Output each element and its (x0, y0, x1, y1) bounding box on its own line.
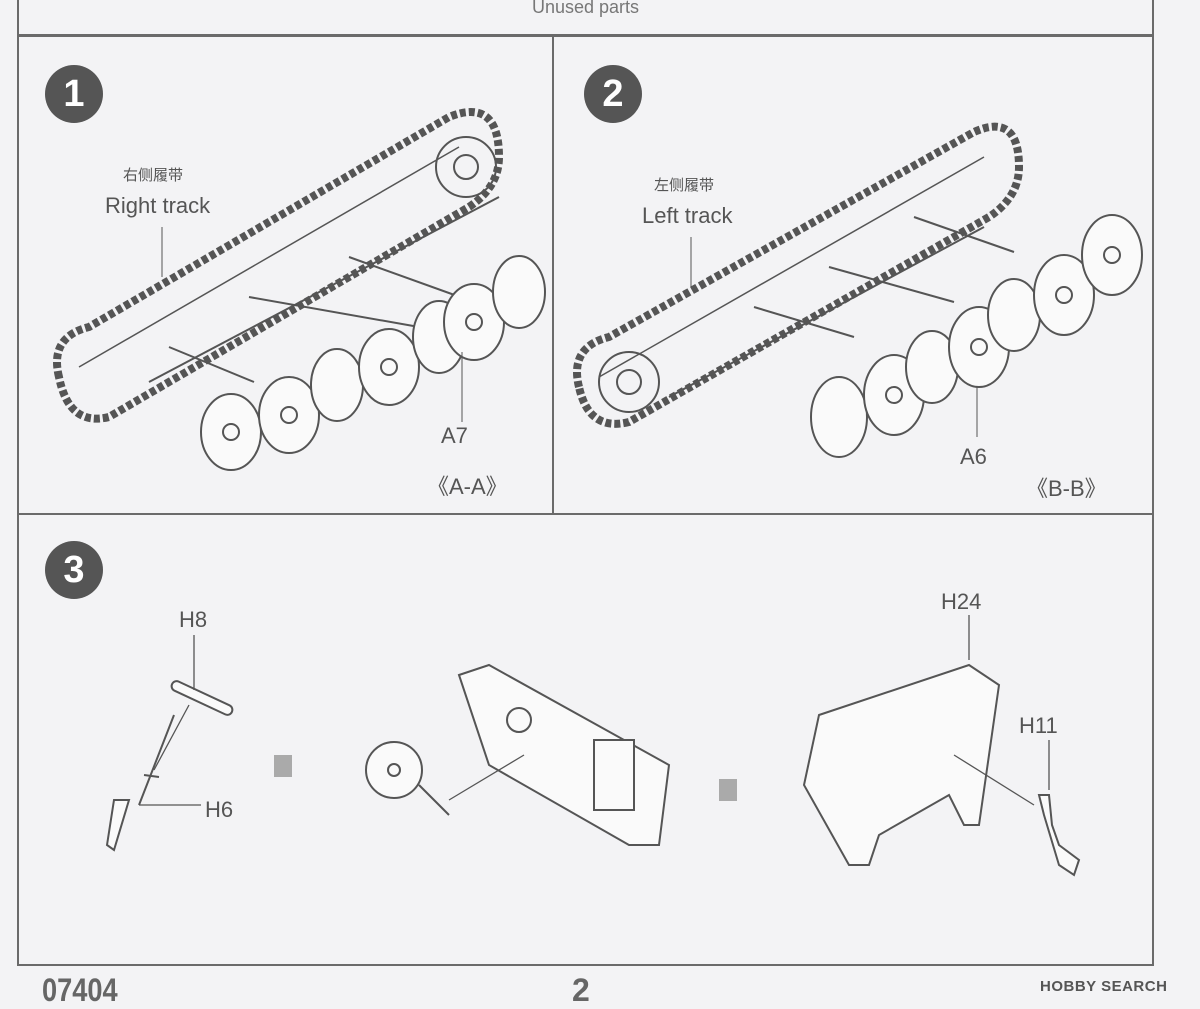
unused-parts-box: Unused parts (17, 0, 1154, 36)
section-label: 《A-A》 (427, 474, 508, 499)
track-label: Right track (105, 193, 211, 218)
step-number-badge: 2 (584, 65, 642, 123)
track-label: Left track (642, 203, 733, 228)
watermark: HOBBY SEARCH (1040, 978, 1168, 995)
track-label-zh: 左侧履带 (654, 177, 715, 194)
step-3-panel: 3 H8 H6 H24 H11 (17, 513, 1154, 966)
part-label-a6: A6 (960, 444, 987, 469)
step-1-panel: 1 右侧履带 Right track A7 《A-A》 (17, 35, 554, 515)
step-number-badge: 1 (45, 65, 103, 123)
step-2-panel: 2 左侧履带 Left track A6 《B-B》 (552, 35, 1154, 515)
part-label-h8: H8 (179, 607, 208, 632)
part-label-h6: H6 (205, 797, 234, 822)
dashboard-assembly-illustration (105, 615, 1081, 877)
right-track-illustration (53, 108, 546, 471)
track-label-zh: 右侧履带 (123, 167, 184, 184)
page-number: 2 (572, 972, 590, 1008)
part-label-h11: H11 (1019, 713, 1058, 738)
kit-code: 07404 (42, 972, 118, 1008)
left-track-illustration (573, 122, 1143, 458)
part-label-a7: A7 (441, 423, 468, 448)
section-label: 《B-B》 (1026, 476, 1107, 501)
step-number-badge: 3 (45, 541, 103, 599)
unused-parts-label: Unused parts (531, 0, 640, 17)
part-label-h24: H24 (941, 589, 982, 614)
